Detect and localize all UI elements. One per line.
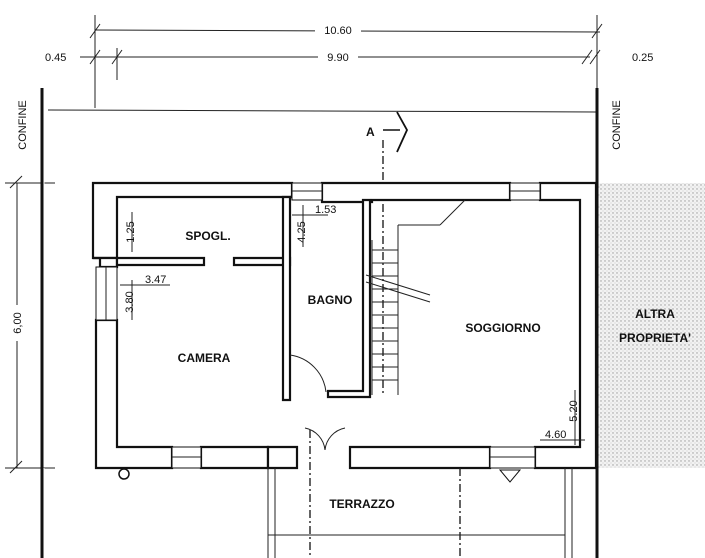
room-label-soggiorno: SOGGIORNO (465, 321, 540, 335)
dim-right-offset: 0.25 (632, 52, 653, 64)
windows (95, 182, 541, 469)
terrace-lines (267, 430, 573, 558)
dim-depth: 6,00 (12, 312, 24, 333)
dim-bagno-depth: 4.25 (296, 221, 308, 242)
dim-soggiorno-depth: 5.20 (568, 400, 580, 421)
section-marker (382, 111, 409, 395)
neighbor-label-line1: ALTRA (635, 307, 675, 321)
dim-camera-width: 3.47 (145, 274, 166, 286)
section-label: A (366, 125, 375, 139)
boundary-label-right: CONFINE (611, 100, 623, 150)
room-dimension-marks (120, 205, 585, 445)
room-label-bagno: BAGNO (308, 293, 353, 307)
room-label-camera: CAMERA (178, 351, 231, 365)
dim-camera-depth: 3.80 (124, 291, 136, 312)
room-label-terrazzo: TERRAZZO (329, 497, 394, 511)
dim-total-width: 10.60 (324, 25, 352, 37)
dim-left-offset: 0.45 (45, 52, 66, 64)
staircase (365, 199, 466, 395)
room-label-spogl: SPOGL. (185, 229, 230, 243)
neighbor-label-line2: PROPRIETA' (619, 331, 691, 345)
dim-inner-width: 9.90 (327, 52, 348, 64)
neighbor-property-area (596, 183, 705, 468)
dim-soggiorno-width: 4.60 (545, 429, 566, 441)
dim-spogl-depth: 1.25 (125, 221, 137, 242)
doors (118, 354, 522, 483)
dim-bagno-width: 1.53 (315, 204, 336, 216)
boundary-label-left: CONFINE (17, 100, 29, 150)
